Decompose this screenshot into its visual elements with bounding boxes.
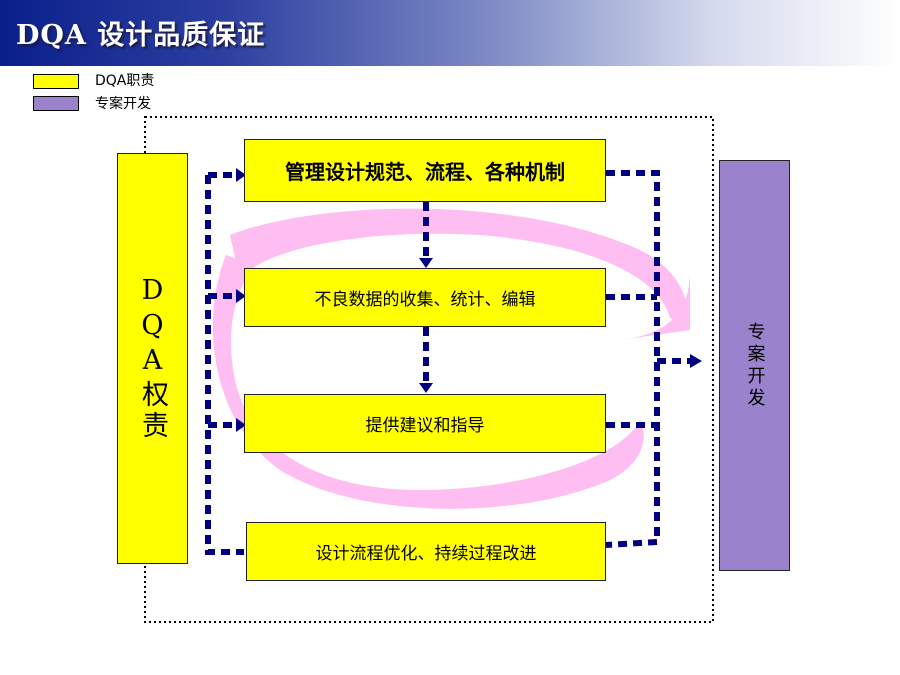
process-step-collect-data: 不良数据的收集、统计、编辑 — [244, 268, 606, 327]
page-title: DQA 设计品质保证 — [16, 20, 266, 51]
swirl-decoration — [212, 208, 690, 509]
process-step-advice: 提供建议和指导 — [244, 394, 606, 453]
process-step-improve: 设计流程优化、持续过程改进 — [246, 522, 606, 581]
legend-swatch-dqa — [33, 74, 79, 89]
arrowheads — [236, 168, 702, 432]
dqa-authority-box: DQA权责 — [117, 153, 188, 564]
header-banner: DQA 设计品质保证 — [0, 0, 900, 66]
process-step-label: 设计流程优化、持续过程改进 — [315, 544, 537, 564]
project-dev-label: 专案开发 — [744, 321, 766, 410]
dqa-scope-frame — [144, 116, 714, 623]
process-step-manage-specs: 管理设计规范、流程、各种机制 — [244, 139, 606, 202]
legend-swatch-project — [33, 96, 79, 111]
process-step-label: 管理设计规范、流程、各种机制 — [285, 160, 565, 184]
process-step-label: 提供建议和指导 — [365, 416, 485, 436]
process-step-label: 不良数据的收集、统计、编辑 — [314, 290, 536, 310]
project-dev-box: 专案开发 — [719, 160, 790, 571]
legend-label-project: 专案开发 — [95, 96, 151, 112]
dqa-authority-label: DQA权责 — [137, 275, 168, 442]
connector-lines — [205, 170, 690, 555]
legend-label-dqa: DQA职责 — [95, 73, 155, 89]
